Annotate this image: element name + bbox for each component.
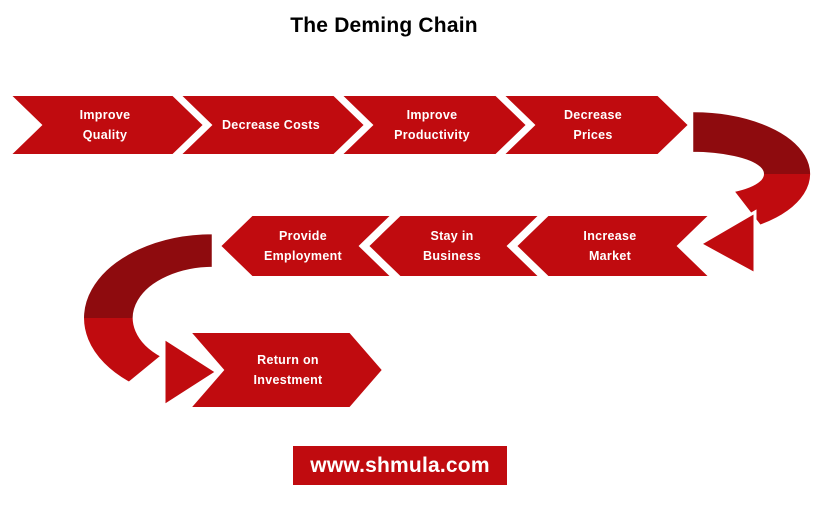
diagram-title: The Deming Chain [290,14,478,37]
website-url: www.shmula.com [310,453,490,477]
curve-left-outline [81,231,215,385]
curve-right-arrowhead-icon [696,209,757,277]
chevron-provide-employment [218,214,395,278]
curve-right-outline [690,109,813,228]
curve-connector-left [81,231,215,385]
chevron-decrease-prices [500,94,691,156]
curve-left-arrowhead-icon [162,335,220,409]
chevron-improve-productivity [338,94,529,156]
chevron-stay-in-business [366,214,543,278]
chevron-decrease-costs [177,94,367,156]
website-badge: www.shmula.com [293,446,507,485]
curve-right-shadow [692,111,810,174]
curve-left-shadow [83,233,213,318]
chevron-improve-quality [7,94,206,156]
chevron-return-on-investment [187,331,385,409]
curve-connector-right [690,109,813,228]
chevron-increase-market [514,214,713,278]
